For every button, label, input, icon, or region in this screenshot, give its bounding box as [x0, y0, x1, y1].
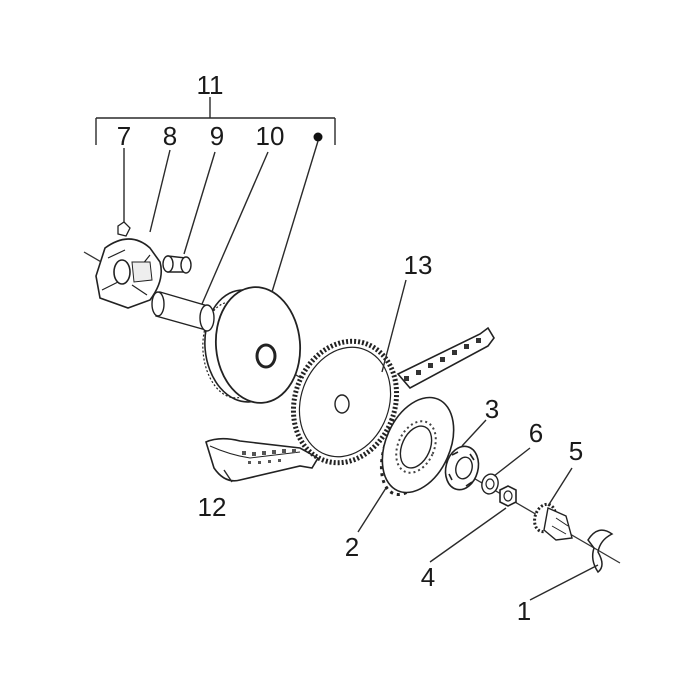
callout-labels: 11 7 8 9 10 13 3 6 5 12 2 4 1 — [117, 70, 583, 626]
callout-5: 5 — [569, 436, 583, 466]
callout-8: 8 — [163, 121, 177, 151]
belt-upper-segment — [396, 326, 495, 390]
pulley-face — [379, 396, 455, 496]
nut — [499, 485, 517, 507]
callout-6: 6 — [529, 418, 543, 448]
group-bracket-11 — [95, 97, 336, 145]
callout-7: 7 — [117, 121, 131, 151]
clip — [117, 221, 131, 237]
callout-1: 1 — [517, 596, 531, 626]
leader-lines — [123, 140, 599, 601]
washer — [481, 473, 499, 495]
hub — [444, 445, 480, 491]
drive-pulley — [202, 286, 302, 404]
belt-lower-segment — [205, 437, 320, 482]
callout-13: 13 — [404, 250, 433, 280]
sleeve — [151, 291, 215, 332]
callout-11: 11 — [197, 70, 224, 100]
pinion-gear — [533, 502, 573, 541]
callout-4: 4 — [421, 562, 435, 592]
bullet-dot — [313, 132, 323, 142]
spring-clip — [587, 529, 614, 574]
callout-12: 12 — [198, 492, 227, 522]
ramp-plate — [95, 238, 163, 309]
callout-3: 3 — [485, 394, 499, 424]
callout-9: 9 — [210, 121, 224, 151]
callout-10: 10 — [256, 121, 285, 151]
ring-gear — [290, 338, 400, 466]
callout-2: 2 — [345, 532, 359, 562]
bushing — [162, 255, 192, 274]
